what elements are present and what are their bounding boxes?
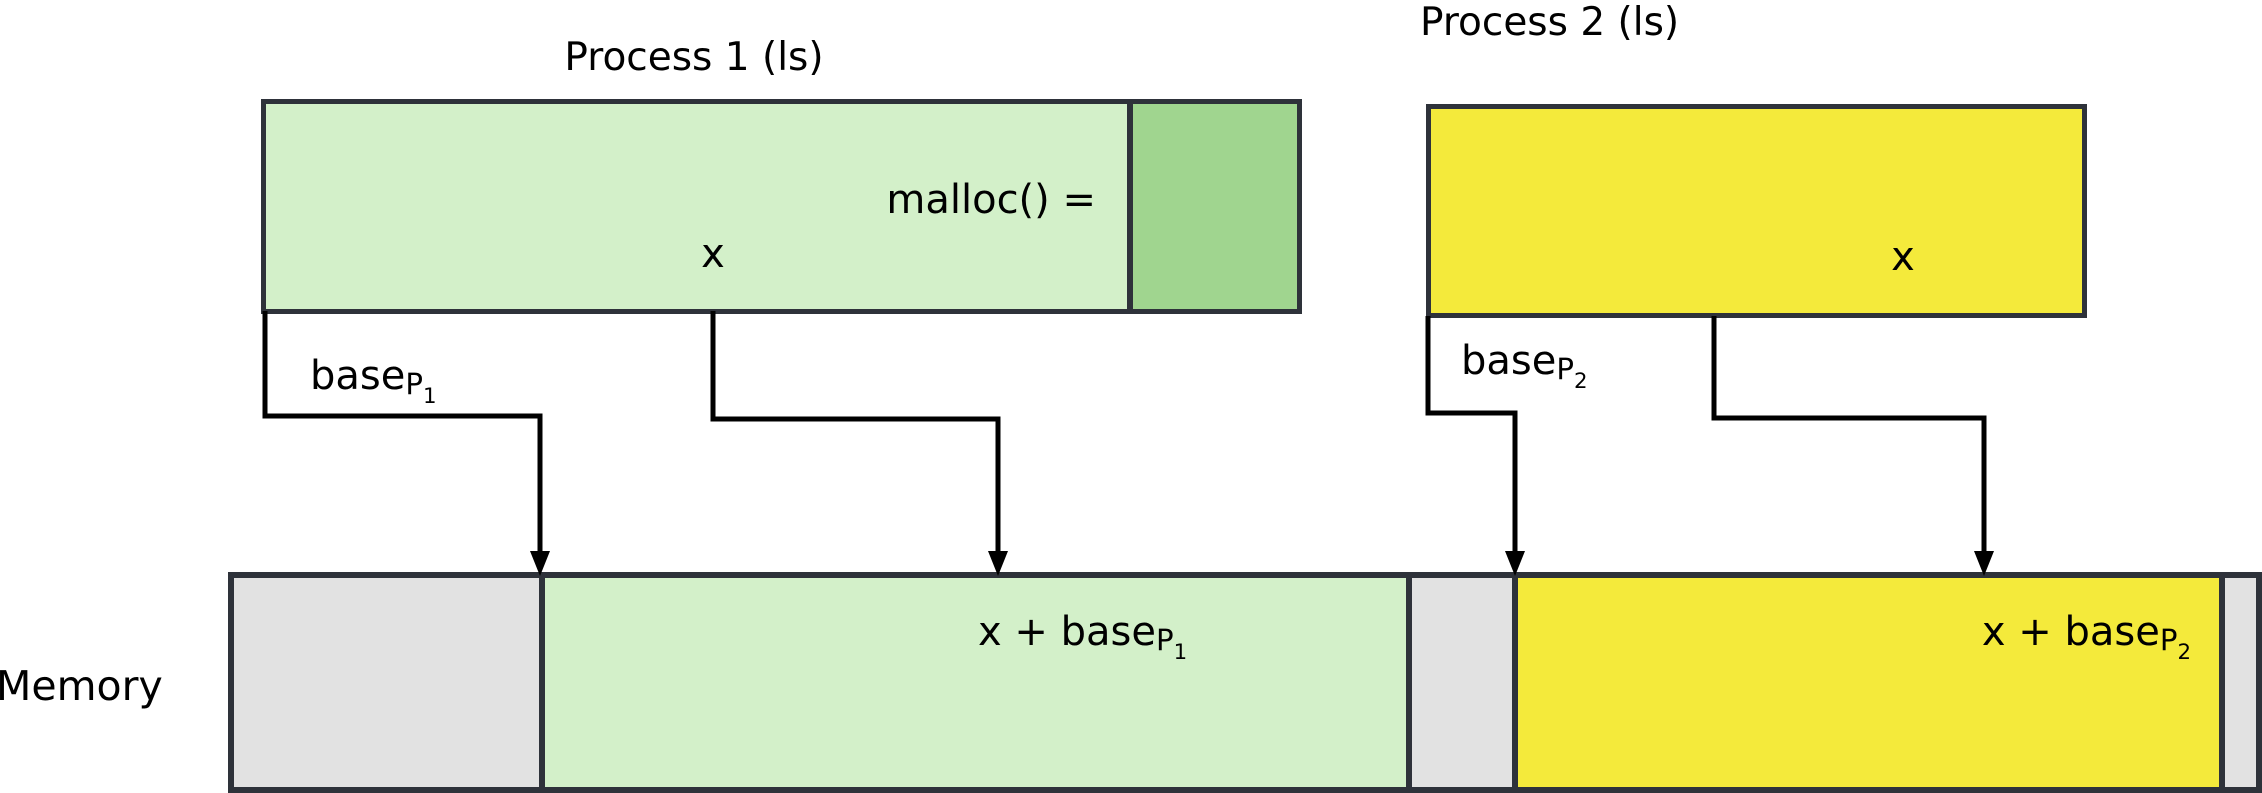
memory-process1-segment: x + baseP1 (545, 578, 1406, 787)
mem-p2-sub: P (2159, 623, 2178, 658)
process2-x-label: x (1891, 234, 1915, 280)
base-p2-sub: P (1556, 352, 1574, 387)
physical-memory-bar: x + baseP1 x + baseP2 (228, 572, 2262, 793)
base-p1-label: baseP1 (310, 353, 437, 407)
process1-address-space-box: malloc() = x (261, 99, 1302, 314)
mem-p2-subsub: 2 (2177, 639, 2191, 665)
memory-free-segment-middle (1412, 578, 1512, 787)
base-p1-arrow (262, 311, 550, 576)
process1-allocated-block (1127, 104, 1297, 309)
memory-label: Memory (0, 662, 163, 710)
base-p1-text: base (310, 353, 406, 399)
mem-p2-text: x + base (1981, 609, 2160, 655)
process1-x-label: x (701, 231, 725, 277)
x-p1-arrow (710, 311, 1008, 576)
base-p2-text: base (1461, 338, 1557, 384)
memory-segment-divider (2219, 578, 2225, 787)
memory-free-segment-left (234, 578, 539, 787)
memory-free-segment-right (2225, 578, 2256, 787)
process1-title: Process 1 (ls) (564, 35, 824, 80)
mem-p1-text: x + base (978, 609, 1156, 655)
process2-address-space-box: x (1426, 104, 2087, 318)
malloc-label: malloc() = (886, 177, 1096, 223)
base-p1-subsub: 1 (422, 383, 437, 409)
base-p1-sub: P (405, 367, 423, 402)
memory-process2-segment: x + baseP2 (1518, 578, 2219, 787)
memory-process2-address-label: x + baseP2 (1981, 609, 2191, 663)
memory-segment-divider (1406, 578, 1412, 787)
mem-p1-subsub: 1 (1173, 639, 1188, 665)
process2-title: Process 2 (ls) (1420, 0, 1680, 45)
memory-process1-address-label: x + baseP1 (978, 609, 1187, 663)
base-p2-subsub: 2 (1573, 368, 1588, 394)
memory-segment-divider (1512, 578, 1518, 787)
base-p2-label: baseP2 (1461, 338, 1588, 392)
mem-p1-sub: P (1155, 623, 1174, 658)
memory-segment-divider (539, 578, 545, 787)
x-p2-arrow (1711, 316, 1994, 576)
